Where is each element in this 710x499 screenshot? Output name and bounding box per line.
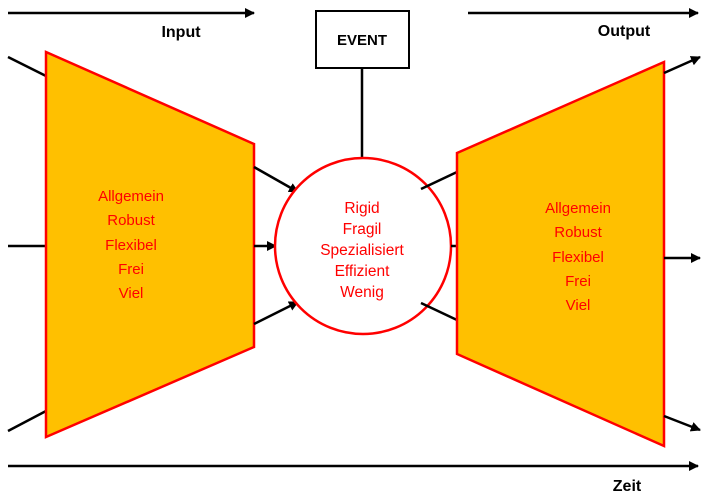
left-to-circle-top-arrow [253,165,299,194]
left-attribute-list: Allgemein Robust Flexibel Frei Viel [98,188,164,302]
event-label: EVENT [337,32,387,49]
center-attribute-item: Rigid [344,200,379,217]
center-attribute-item: Spezialisiert [320,242,404,259]
right-trapezoid [455,60,666,448]
right-attribute-item: Allgemein [545,200,611,217]
center-attribute-item: Wenig [340,284,384,301]
time-label: Zeit [613,478,642,495]
left-trapezoid [44,50,256,439]
center-attribute-list: Rigid Fragil Spezialisiert Effizient Wen… [320,200,404,301]
event-box [315,10,410,69]
left-to-circle-bottom-arrow [253,300,299,326]
right-attribute-item: Viel [566,297,591,314]
left-attribute-item: Viel [119,285,144,302]
right-output-bottom-arrow [663,414,701,432]
left-attribute-item: Frei [118,261,144,278]
center-attribute-item: Fragil [343,221,382,238]
right-attribute-item: Frei [565,273,591,290]
circle-to-right-bottom [420,301,458,322]
right-output-top-arrow [663,55,701,75]
input-label: Input [161,24,201,41]
right-attribute-item: Flexibel [552,249,604,266]
output-label: Output [598,23,651,40]
left-attribute-item: Robust [107,212,155,229]
center-attribute-item: Effizient [335,263,391,280]
left-attribute-item: Allgemein [98,188,164,205]
left-attribute-item: Flexibel [105,237,157,254]
left-input-bottom [7,409,47,433]
circle-to-right-top [420,170,458,191]
left-input-top [7,55,47,78]
right-attribute-list: Allgemein Robust Flexibel Frei Viel [545,200,611,314]
right-attribute-item: Robust [554,224,602,241]
